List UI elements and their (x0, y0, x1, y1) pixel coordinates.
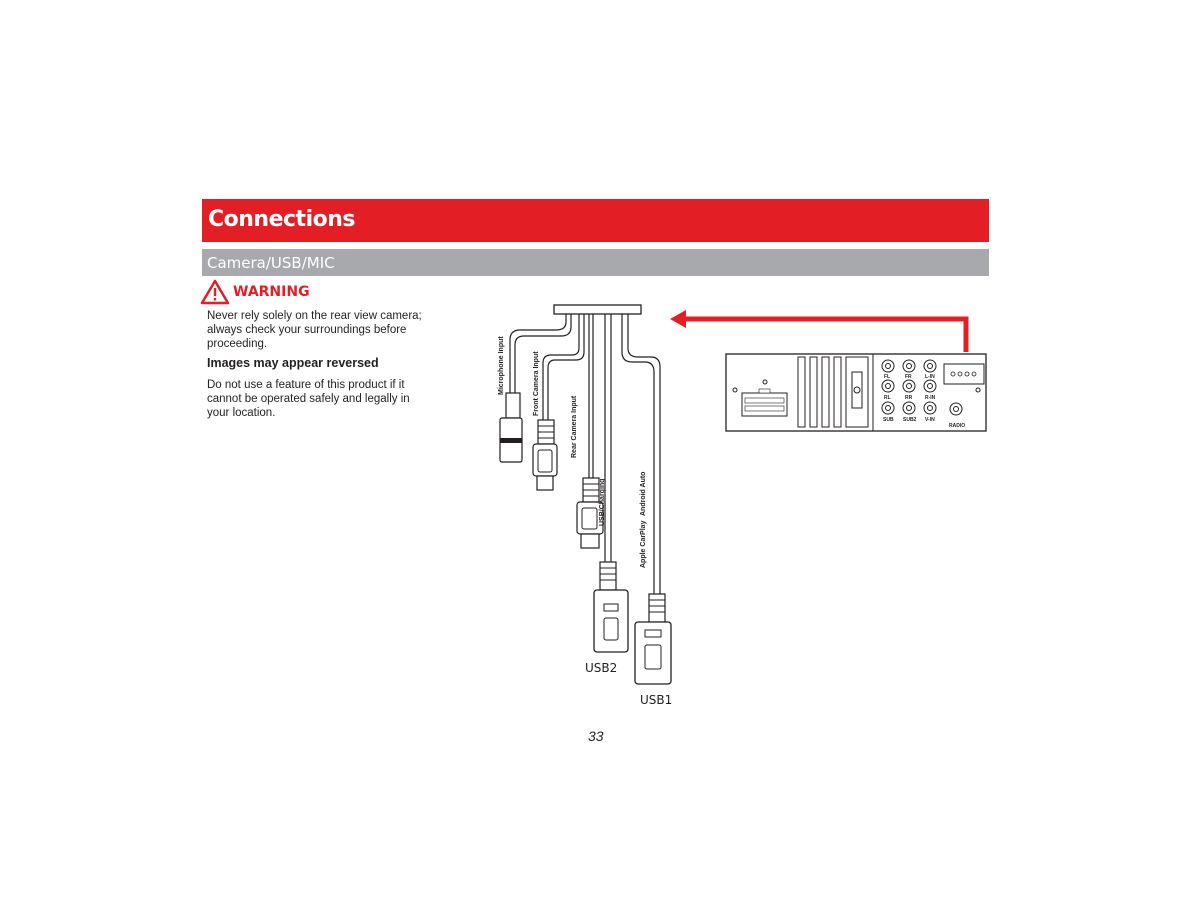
rl-label: RL (884, 395, 891, 401)
sub2-label: SUB2 (903, 417, 917, 423)
subsection-title: Camera/USB/MIC (207, 254, 335, 272)
rin-label: R-IN (925, 395, 936, 401)
subsection-bar: Camera/USB/MIC (202, 249, 989, 276)
page-title: Connections (208, 207, 355, 232)
page-number: 33 (588, 728, 604, 744)
front-camera-cable (542, 314, 580, 420)
usb2-connector (593, 561, 629, 653)
usb1-label: USB1 (640, 693, 672, 707)
rear-camera-connector (576, 477, 604, 549)
reversed-heading: Images may appear reversed (207, 356, 379, 370)
android-auto-label: Android Auto (640, 472, 647, 516)
harness-connector (553, 304, 642, 315)
usage-notice: Do not use a feature of this product if … (207, 379, 410, 419)
section-title-bar: Connections (202, 199, 989, 242)
fl-label: FL (884, 374, 890, 380)
microphone-jack (499, 392, 523, 463)
front-camera-input-label: Front Camera Input (533, 351, 540, 416)
warning-triangle-icon (200, 279, 230, 305)
microphone-input-label: Microphone Input (498, 336, 505, 395)
rear-camera-input-label: Rear Camera Input (571, 395, 578, 458)
lin-label: L-IN (925, 374, 935, 380)
front-camera-connector (532, 419, 558, 491)
vin-label: V-IN (925, 417, 935, 423)
head-unit-rear-panel: FL FR L-IN RL RR R-IN SUB SUB2 V-IN RADI… (725, 353, 987, 432)
usb-charging-label: USB/Charging (599, 479, 606, 526)
usb2-label: USB2 (585, 661, 617, 675)
usb1-cable (621, 314, 655, 594)
connection-arrow (670, 310, 969, 352)
rr-label: RR (905, 395, 913, 401)
fr-label: FR (905, 374, 912, 380)
warning-text: Never rely solely on the rear view camer… (207, 310, 422, 350)
sub-label: SUB (883, 417, 894, 423)
radio-label: RADIO (949, 423, 965, 429)
warning-label: WARNING (233, 284, 310, 300)
apple-carplay-label: Apple CarPlay (640, 520, 647, 568)
microphone-cable (509, 314, 567, 393)
usb1-connector (634, 593, 672, 685)
